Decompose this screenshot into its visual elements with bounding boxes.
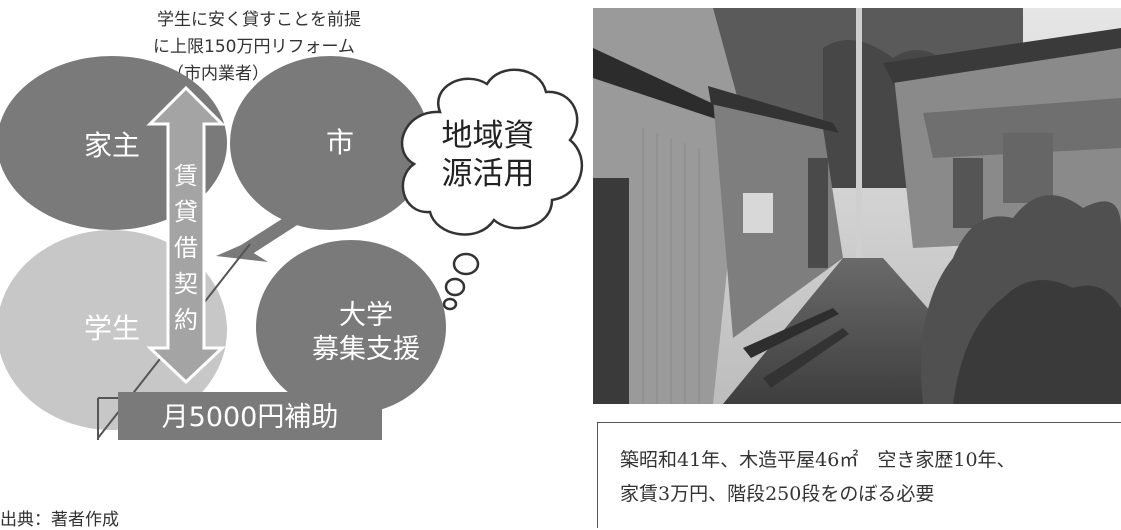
subsidy-label: 月5000円補助 — [162, 402, 339, 433]
student-label: 学生 — [84, 312, 140, 345]
university-label-line-2: 募集支援 — [312, 334, 420, 365]
thought-bubble-line-1: 地域資 — [442, 118, 535, 154]
lease-contract-label: 賃 貸 借 契 約 — [174, 162, 198, 334]
city-node — [230, 56, 430, 230]
thought-bubble-dot-3 — [442, 297, 458, 311]
lease-char-4: 契 — [174, 270, 198, 298]
subsidy-bar — [118, 392, 382, 440]
lease-char-3: 借 — [174, 234, 198, 262]
thought-bubble-cloud — [400, 68, 584, 236]
city-label: 市 — [326, 126, 354, 159]
lease-char-1: 賃 — [174, 162, 198, 190]
thought-bubble-dot-1 — [452, 252, 480, 276]
support-arrow-head — [216, 236, 268, 262]
university-node — [256, 240, 446, 414]
alley-between-old-houses-photo — [593, 8, 1121, 404]
university-label-line-1: 大学 — [339, 300, 393, 331]
landlord-label: 家主 — [84, 129, 140, 162]
lease-char-2: 貸 — [174, 198, 198, 226]
lease-contract-arrow — [146, 85, 226, 385]
relationship-diagram: 学生に安く貸すことを前提 に上限150万円リフォーム 代（市内業者） 家主 市 … — [0, 10, 584, 440]
alley-photo — [593, 8, 1121, 404]
source-note: 出典：著者作成 — [0, 510, 119, 530]
caption-line-1: 築昭和41年、木造平屋46㎡ 空き家歴10年、 — [620, 449, 1016, 471]
caption-line-2: 家賃3万円、階段250段をのぼる必要 — [620, 483, 935, 505]
lease-char-5: 約 — [174, 306, 198, 334]
thought-bubble-dot-2 — [444, 277, 466, 297]
thought-bubble-line-2: 源活用 — [442, 156, 535, 192]
note-line-1: 学生に安く貸すことを前提 — [157, 10, 361, 30]
note-line-2: に上限150万円リフォーム — [153, 37, 355, 57]
photo-caption: 築昭和41年、木造平屋46㎡ 空き家歴10年、 家賃3万円、階段250段をのぼる… — [597, 422, 1121, 528]
thought-bubble — [400, 68, 584, 311]
